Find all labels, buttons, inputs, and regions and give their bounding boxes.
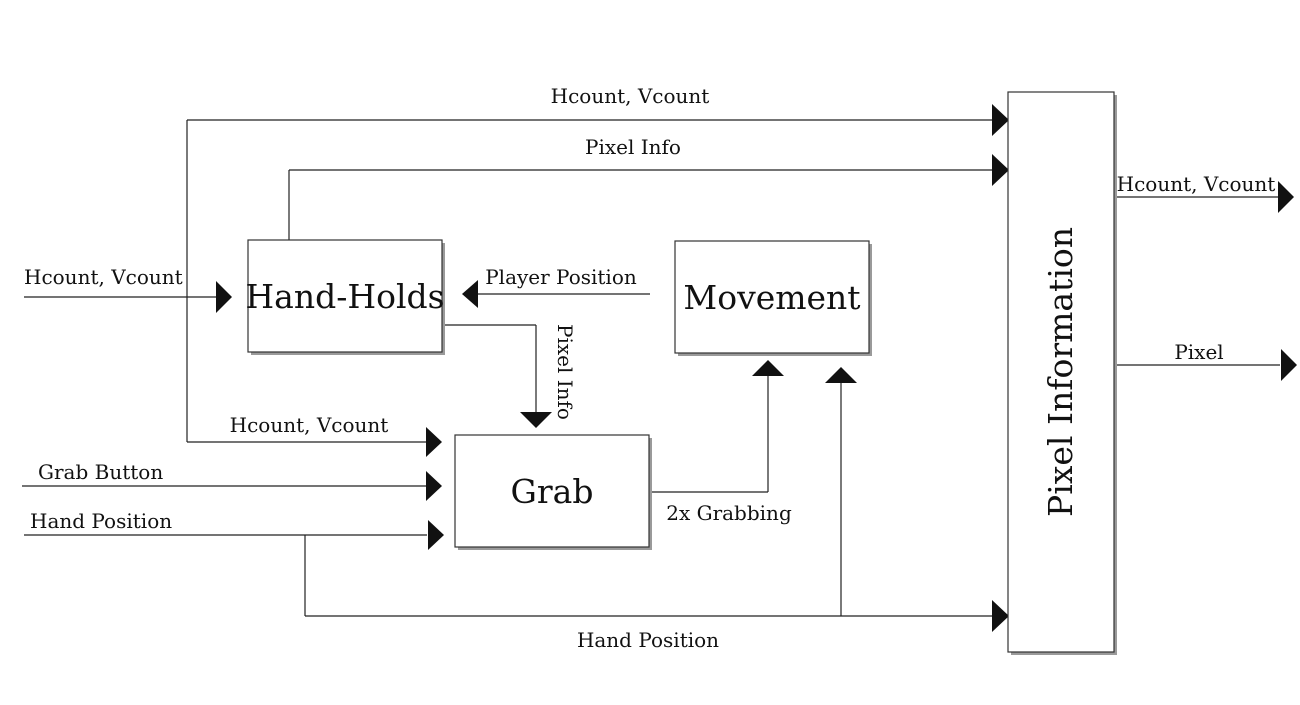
arrow-top-hcount	[992, 104, 1009, 136]
label-output-pixel: Pixel	[1174, 340, 1223, 364]
arrow-grab-hcount	[426, 427, 442, 457]
arrow-grab-hand-position	[428, 520, 444, 550]
arrow-player-position	[462, 280, 478, 308]
arrow-movement-hand-position	[825, 367, 857, 383]
arrow-top-pixelinfo	[992, 154, 1009, 186]
label-grab-hcount-vcount: Hcount, Vcount	[230, 413, 389, 437]
arrow-handholds-hcount	[216, 281, 232, 313]
label-top-pixel-info: Pixel Info	[585, 135, 681, 159]
pixel-information-block	[1007, 91, 1115, 653]
movement-label: Movement	[683, 278, 860, 317]
arrow-grab-pixelinfo	[520, 412, 552, 428]
hand-holds-label: Hand-Holds	[245, 277, 444, 316]
label-player-position: Player Position	[485, 265, 637, 289]
label-grab-button: Grab Button	[38, 460, 163, 484]
label-input-hcount-vcount: Hcount, Vcount	[24, 265, 183, 289]
label-top-hcount-vcount: Hcount, Vcount	[551, 84, 710, 108]
arrow-output-hcount	[1278, 181, 1294, 213]
arrow-grab-button	[426, 471, 442, 501]
label-hand-position-in: Hand Position	[30, 509, 172, 533]
grab-label: Grab	[511, 472, 594, 511]
movement-block	[674, 240, 870, 354]
label-hand-position-bottom: Hand Position	[577, 628, 719, 652]
arrow-movement-grabbing	[752, 360, 784, 376]
hand-holds-block	[247, 239, 443, 353]
arrow-output-pixel	[1281, 349, 1297, 381]
label-output-hcount-vcount: Hcount, Vcount	[1117, 172, 1276, 196]
label-grabbing: 2x Grabbing	[666, 501, 792, 525]
label-handholds-pixel-info: Pixel Info	[553, 324, 577, 420]
arrow-bottom-hand-position	[992, 600, 1009, 632]
grab-block	[454, 434, 650, 548]
pixel-information-label: Pixel Information	[1041, 227, 1080, 517]
